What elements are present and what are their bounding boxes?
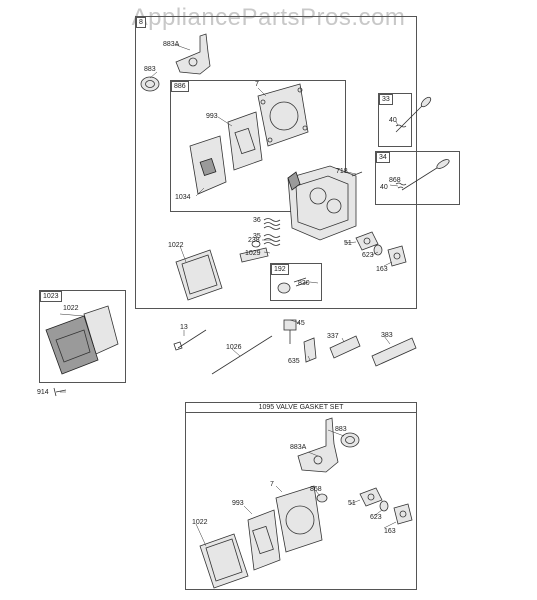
label-1026: 1026 [226,344,242,351]
set-gasket-163-shape [393,503,413,525]
set-gasket-883-shape [340,432,360,448]
set-label-868: 868 [310,486,322,493]
set-gasket-7-shape [275,485,323,553]
label-13: 13 [180,324,188,331]
label-337: 337 [327,333,339,340]
label-635: 635 [288,358,300,365]
part-623-shape [373,244,383,256]
set-label-883: 883 [335,426,347,433]
bracket-883a-shape [175,33,211,75]
cylinder-head-shape [287,165,357,241]
set-label-883a: 883A [290,444,307,451]
set-part-623-shape [379,500,389,512]
part-635-shape [303,337,317,363]
label-1034: 1034 [175,194,191,201]
label-1022-main: 1022 [168,242,184,249]
label-40-box34: 40 [380,184,388,191]
label-383: 383 [381,332,393,339]
box-886-frame [170,80,346,212]
gasket-set-title: 1095 VALVE GASKET SET [186,403,416,413]
gasket-set-frame [185,402,417,590]
box-192-label: 192 [271,264,289,275]
set-bracket-883a-shape [297,417,339,473]
shaft-383-shape [371,337,417,367]
label-40-box33: 40 [389,117,397,124]
part-337-shape [329,335,361,359]
set-label-993: 993 [232,500,244,507]
gasket-993-shape [227,111,263,171]
valve-cover-shape [45,305,119,375]
pushrod-1026-shape [211,335,273,375]
cover-box-label: 1023 [40,291,62,302]
label-45: 45 [297,320,305,327]
label-163: 163 [376,266,388,273]
main-frame-corner-label: 8 [136,17,146,28]
valve-34-shape [395,159,450,191]
label-914: 914 [37,389,49,396]
gasket-1022-main-shape [175,249,223,301]
stud-45-shape [283,319,297,344]
label-1022-cover: 1022 [63,305,79,312]
set-gasket-51-shape [359,487,383,507]
box-34-label: 34 [376,152,390,163]
box-886-label: 886 [171,81,189,92]
label-830: 830 [298,280,310,287]
main-parts-frame [135,16,417,309]
set-gasket-1022-shape [199,533,249,589]
set-gasket-993-shape [247,509,281,571]
plate-1034-shape [189,135,227,195]
set-label-7: 7 [270,481,274,488]
label-868: 868 [389,177,401,184]
label-238: 238 [248,237,260,244]
label-623: 623 [362,252,374,259]
label-35: 35 [253,233,261,240]
valve-33-shape [395,96,432,133]
box-33-label: 33 [379,94,393,105]
part-1029-shape [239,247,269,263]
box-192-frame [270,263,322,301]
label-51: 51 [344,240,352,247]
watermark: AppliancePartsPros.com [131,4,406,31]
set-label-51: 51 [348,500,356,507]
set-label-623: 623 [370,514,382,521]
label-7: 7 [255,81,259,88]
valve-spring-shapes [263,218,281,246]
set-label-163: 163 [384,528,396,535]
part-830-shape [277,277,309,294]
gasket-51-shape [355,231,379,251]
box-33-frame [378,93,412,147]
label-993: 993 [206,113,218,120]
gasket-7-shape [257,83,309,147]
bolt-13-shape [173,329,207,351]
washer-238-shape [251,240,261,248]
set-label-1022: 1022 [192,519,208,526]
label-883: 883 [144,66,156,73]
label-1029: 1029 [245,250,261,257]
label-718: 718 [336,168,348,175]
screw-914-shape [53,387,67,397]
set-part-868-shape [316,493,328,503]
box-34-frame [375,151,460,205]
cover-box-frame [39,290,126,383]
gasket-883-shape [140,76,160,92]
label-36: 36 [253,217,261,224]
gasket-163-shape [387,245,407,267]
label-883a: 883A [163,41,180,48]
